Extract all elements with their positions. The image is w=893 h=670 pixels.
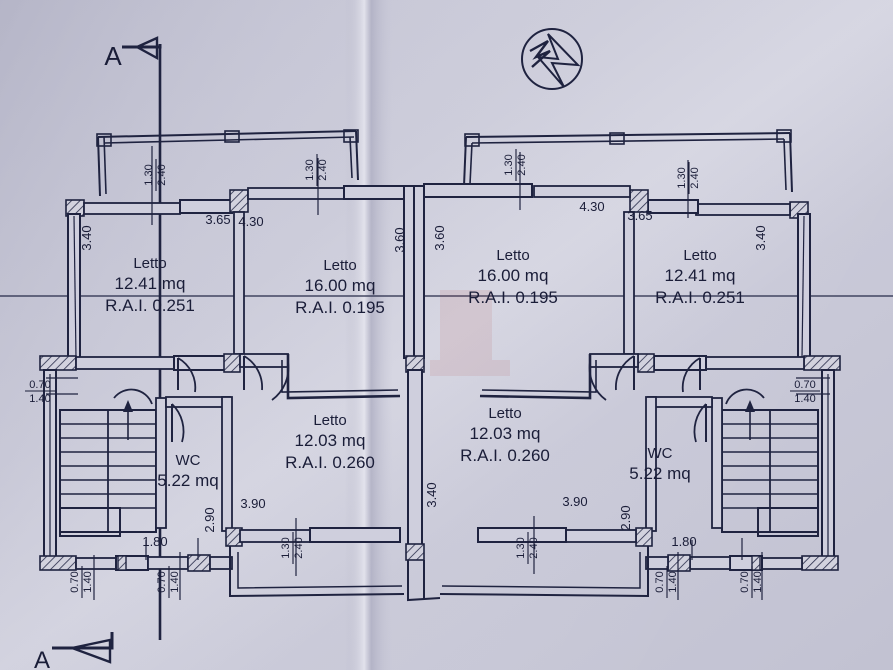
left-unit xyxy=(39,129,405,598)
dimension-top-row-3: 3.65 xyxy=(627,208,652,223)
window-dimension-4-width: 1.30 xyxy=(280,537,292,558)
section-label-top: A xyxy=(104,41,122,71)
walls-right-lower xyxy=(439,369,839,598)
dimension-lower-row-5: 1.80 xyxy=(671,534,696,549)
room-rai-letto-l2: R.A.I. 0.195 xyxy=(295,298,385,317)
section-marker-bottom: A xyxy=(34,632,114,670)
window-dimension-4-height: 2.40 xyxy=(293,537,305,558)
dimension-vertical-left-1: 3.60 xyxy=(392,227,407,252)
right-unit xyxy=(423,129,841,598)
walls-left-lower xyxy=(39,369,405,598)
dimension-top-row-1: 4.30 xyxy=(238,214,263,229)
room-area-letto-r1: 12.41 mq xyxy=(665,266,736,285)
room-rai-letto-l1: R.A.I. 0.251 xyxy=(105,296,195,315)
window-dimension-10-height: 1.40 xyxy=(667,571,679,592)
room-area-letto-l1: 12.41 mq xyxy=(115,274,186,293)
room-name-letto-r2: Letto xyxy=(496,247,529,264)
room-area-wc-left: 5.22 mq xyxy=(157,471,218,490)
room-name-letto-l2: Letto xyxy=(323,257,356,274)
window-dimension-1-height: 2.40 xyxy=(317,159,329,180)
room-name-wc-left: WC xyxy=(176,452,201,469)
room-rai-letto-r1: R.A.I. 0.251 xyxy=(655,288,745,307)
window-dimension-5-width: 1.30 xyxy=(515,537,527,558)
window-dimension-5-height: 2.40 xyxy=(528,537,540,558)
window-dimension-11-width: 0.70 xyxy=(739,571,751,592)
dimension-top-row-0: 3.65 xyxy=(205,212,230,227)
room-rai-letto-r3: R.A.I. 0.260 xyxy=(460,446,550,465)
room-name-letto-r3: Letto xyxy=(488,405,521,422)
door-swing-right-c xyxy=(588,361,607,401)
window-dimension-1-width: 1.30 xyxy=(304,159,316,180)
door-swing-left-c xyxy=(271,361,290,401)
window-dimension-9-width: 0.70 xyxy=(156,571,168,592)
room-area-letto-r3: 12.03 mq xyxy=(470,424,541,443)
window-dimension-11-height: 1.40 xyxy=(752,571,764,592)
dimension-vertical-center-0: 3.40 xyxy=(424,482,439,507)
dimension-lower-row-0: 2.90 xyxy=(202,507,217,532)
door-swing-left-a xyxy=(177,357,197,393)
window-dimension-3-height: 2.40 xyxy=(689,167,701,188)
door-swing-wc-left xyxy=(171,403,185,443)
window-dimension-0-height: 2.40 xyxy=(156,164,168,185)
window-dimension-3-width: 1.30 xyxy=(676,167,688,188)
walls-right-upper xyxy=(423,183,841,400)
window-dimension-7-height: 1.40 xyxy=(794,393,815,405)
room-name-letto-r1: Letto xyxy=(683,247,716,264)
window-dimension-7-width: 0.70 xyxy=(794,379,815,391)
dimension-leader-lines xyxy=(46,146,830,600)
paper-fold-crease xyxy=(345,0,393,670)
door-swing-wc-right xyxy=(693,403,707,443)
dimension-lower-row-2: 3.90 xyxy=(562,494,587,509)
room-rai-letto-r2: R.A.I. 0.195 xyxy=(468,288,558,307)
room-area-wc-right: 5.22 mq xyxy=(629,464,690,483)
room-rai-letto-l3: R.A.I. 0.260 xyxy=(285,453,375,472)
window-dimension-0-width: 1.30 xyxy=(143,164,155,185)
section-label-bottom: A xyxy=(34,647,50,670)
dimension-vertical-right-1: 3.40 xyxy=(753,225,768,250)
room-name-wc-right: WC xyxy=(648,445,673,462)
dimension-vertical-right-0: 3.60 xyxy=(432,225,447,250)
dimension-lower-row-4: 1.80 xyxy=(142,534,167,549)
balcony-left xyxy=(96,129,359,197)
dimension-lower-row-1: 3.90 xyxy=(240,496,265,511)
dimension-top-row-2: 4.30 xyxy=(579,199,604,214)
window-dimension-2-height: 2.40 xyxy=(516,154,528,175)
room-area-letto-r2: 16.00 mq xyxy=(478,266,549,285)
window-dimension-9-height: 1.40 xyxy=(169,571,181,592)
party-wall-center xyxy=(403,185,441,602)
room-name-letto-l1: Letto xyxy=(133,255,166,272)
dimension-vertical-left-0: 3.40 xyxy=(79,225,94,250)
window-dimension-8-height: 1.40 xyxy=(82,571,94,592)
window-dimension-6-width: 0.70 xyxy=(29,379,50,391)
dimension-lower-row-3: 2.90 xyxy=(618,505,633,530)
window-dimension-8-width: 0.70 xyxy=(69,571,81,592)
room-area-letto-l3: 12.03 mq xyxy=(295,431,366,450)
room-area-letto-l2: 16.00 mq xyxy=(305,276,376,295)
door-swing-left-b xyxy=(243,355,263,391)
door-swing-right-b xyxy=(615,355,635,391)
staircase-right xyxy=(721,388,819,537)
balcony-right xyxy=(463,129,793,193)
watermark xyxy=(430,290,510,376)
window-dimension-6-height: 1.40 xyxy=(29,393,50,405)
window-dimension-10-width: 0.70 xyxy=(654,571,666,592)
room-name-letto-l3: Letto xyxy=(313,412,346,429)
north-arrow-icon xyxy=(521,28,583,90)
section-marker-top: A xyxy=(104,36,162,640)
door-swing-right-a xyxy=(681,357,701,393)
walls-left-upper xyxy=(39,185,405,400)
window-dimension-2-width: 1.30 xyxy=(503,154,515,175)
